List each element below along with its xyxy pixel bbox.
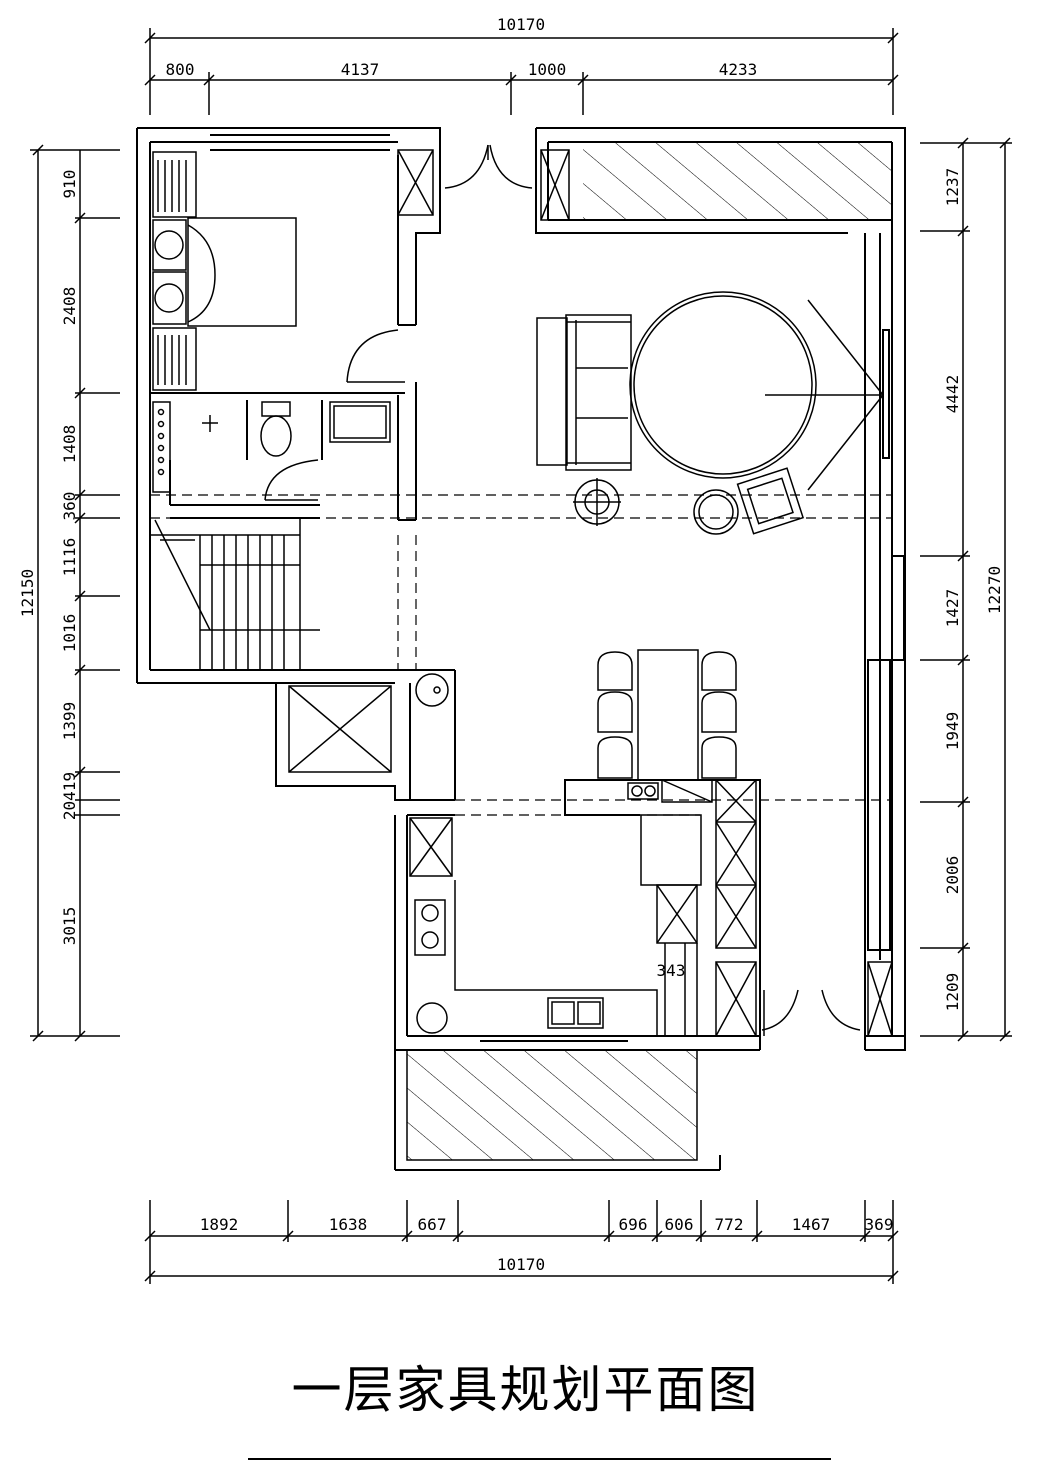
dining-table: [597, 649, 737, 781]
top-seg-3: 1000: [528, 60, 567, 79]
cabinets: [288, 149, 893, 1037]
bottom-seg-7: 1467: [792, 1215, 831, 1234]
bottom-seg-4: 696: [619, 1215, 648, 1234]
left-seg-9: 3015: [60, 907, 79, 946]
right-seg-6: 1209: [943, 973, 962, 1012]
top-seg-1: 800: [166, 60, 195, 79]
right-seg-1: 1237: [943, 168, 962, 207]
beam-dashed-lines: [150, 494, 892, 816]
top-seg-4: 4233: [719, 60, 758, 79]
sofa: [536, 314, 632, 471]
bottom-dimension-chain: [144, 1200, 899, 1284]
drawing-title: 一层家具规划平面图: [291, 1361, 760, 1419]
left-seg-2: 2408: [60, 287, 79, 326]
wardrobe: [152, 151, 197, 391]
right-dimension-chain: [920, 137, 1012, 1042]
bottom-seg-5: 606: [665, 1215, 694, 1234]
right-seg-3: 1427: [943, 589, 962, 628]
left-dimension-chain: [30, 144, 120, 1042]
top-dimension-chain: [144, 28, 899, 115]
top-seg-2: 4137: [341, 60, 380, 79]
right-seg-2: 4442: [943, 375, 962, 414]
left-seg-7: 1399: [60, 702, 79, 741]
bottom-seg-8: 369: [865, 1215, 894, 1234]
left-seg-4: 360: [60, 492, 79, 521]
armchair: [736, 467, 805, 535]
bathroom-fixtures: [152, 401, 391, 493]
right-seg-5: 2006: [943, 856, 962, 895]
left-seg-5: 1116: [60, 538, 79, 577]
left-seg-8: 20419: [60, 772, 79, 820]
bottom-total-label: 10170: [497, 1255, 545, 1274]
dimension-labels: 10170 800 4137 1000 4233 12150 910 2408 …: [18, 15, 1004, 1274]
bottom-seg-1: 1892: [200, 1215, 239, 1234]
left-seg-6: 1016: [60, 614, 79, 653]
bottom-seg-2: 1638: [329, 1215, 368, 1234]
side-tables: [573, 478, 739, 535]
bottom-seg-6: 772: [715, 1215, 744, 1234]
left-seg-1: 910: [60, 170, 79, 199]
left-seg-3: 1408: [60, 425, 79, 464]
doors: [264, 144, 861, 1036]
stairs: [150, 518, 320, 670]
round-rug: [629, 291, 884, 491]
bottom-seg-3: 667: [418, 1215, 447, 1234]
kitchen-dimension-note: 343: [657, 961, 686, 980]
kitchen-fixtures: [414, 673, 698, 1036]
walls: [136, 127, 906, 1171]
bed: [187, 217, 297, 327]
title-underline: [248, 1458, 831, 1460]
right-total-label: 12270: [985, 566, 1004, 614]
left-total-label: 12150: [18, 569, 37, 617]
top-total-label: 10170: [497, 15, 545, 34]
right-seg-4: 1949: [943, 712, 962, 751]
balcony-hatched-areas: [406, 142, 892, 1161]
